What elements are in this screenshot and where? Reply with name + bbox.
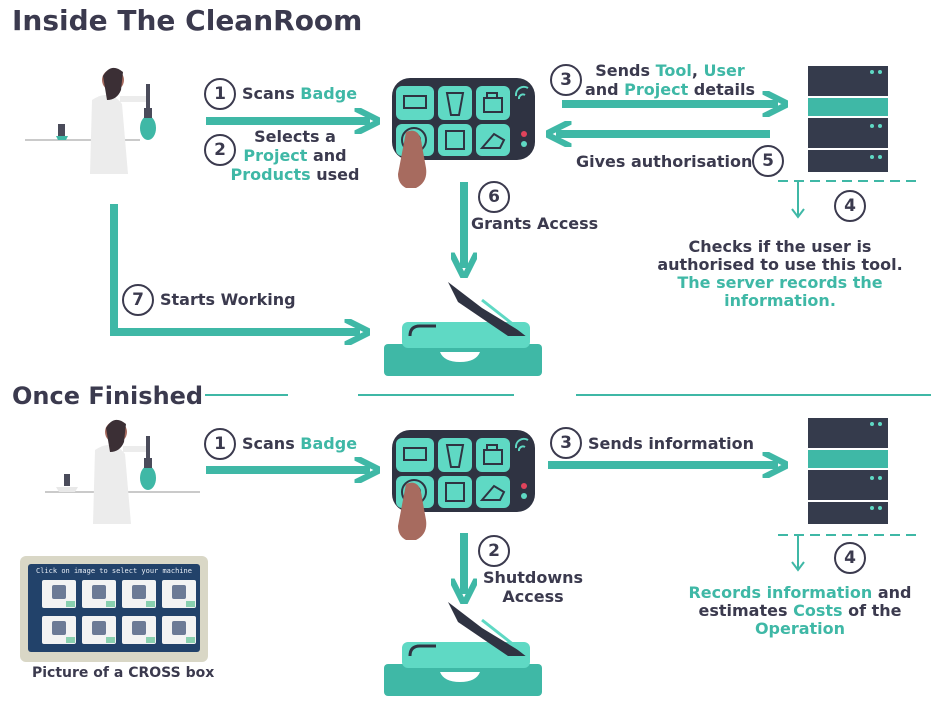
cross-box-photo: Click on image to select your machine <box>20 556 208 662</box>
page-title: Inside The CleanRoom <box>12 4 363 37</box>
step-6-label: Grants Access <box>471 214 599 233</box>
step-number-7: 7 <box>122 284 154 316</box>
server-check-lines <box>778 180 920 572</box>
finished-step-number-2: 2 <box>478 535 510 567</box>
finished-step-number-4: 4 <box>834 542 866 574</box>
cross-box-device <box>392 78 535 188</box>
step-5-label: Gives authorisation <box>576 152 753 171</box>
step-7-label: Starts Working <box>160 290 296 309</box>
step-2-label: Selects a Project and Products used <box>230 127 360 184</box>
machine-tile <box>82 616 116 644</box>
machine-tile <box>82 580 116 608</box>
step-number-1: 1 <box>204 78 236 110</box>
scientist-illustration <box>25 67 156 174</box>
section-title-once-finished: Once Finished <box>12 382 204 410</box>
finished-step-number-3: 3 <box>550 427 582 459</box>
cross-box-screen: Click on image to select your machine <box>28 564 200 652</box>
machine-tile <box>122 580 156 608</box>
step-number-4: 4 <box>834 190 866 222</box>
photo-caption: Picture of a CROSS box <box>32 665 215 681</box>
server-icon <box>808 66 888 172</box>
step-3-label: Sends Tool, User and Project details <box>584 61 756 99</box>
cross-box-device-2 <box>392 430 535 540</box>
finished-step-2-label: Shutdowns Access <box>482 568 584 606</box>
machine-tile <box>122 616 156 644</box>
step-number-6: 6 <box>478 181 510 213</box>
machine-illustration-2 <box>384 602 542 696</box>
cross-box-screen-title: Click on image to select your machine <box>36 567 192 575</box>
finished-step-3-label: Sends information <box>588 434 755 453</box>
step-4-label: Checks if the user is authorised to use … <box>657 237 903 310</box>
scientist-illustration-2 <box>45 419 200 524</box>
finished-step-4-label: Records information and estimates Costs … <box>688 583 912 638</box>
finished-step-1-label: Scans Badge <box>242 434 358 453</box>
step-1-label: Scans Badge <box>242 84 358 103</box>
machine-tile <box>42 580 76 608</box>
machine-tile <box>42 616 76 644</box>
machine-tile <box>162 580 196 608</box>
finished-step-number-1: 1 <box>204 428 236 460</box>
machine-tile <box>162 616 196 644</box>
machine-illustration <box>384 282 542 376</box>
step-number-3: 3 <box>550 64 582 96</box>
step-number-5: 5 <box>752 145 784 177</box>
server-icon-2 <box>808 418 888 524</box>
step-number-2: 2 <box>204 134 236 166</box>
flow-arrows <box>110 104 778 594</box>
